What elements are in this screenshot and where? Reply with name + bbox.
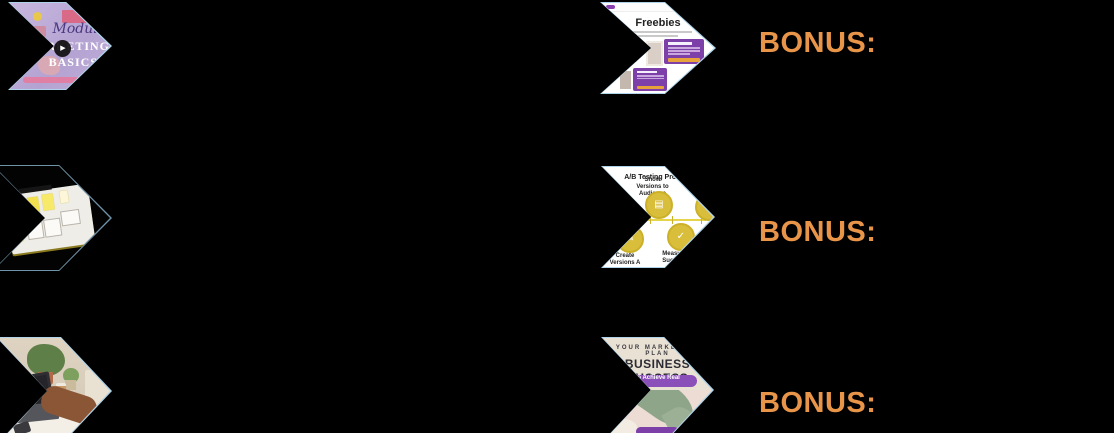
- screen-ui-dot: [26, 394, 31, 400]
- sticky-note: [59, 189, 70, 203]
- freebie-card-title-bar: [636, 70, 657, 73]
- freebies-navbar: [602, 3, 714, 13]
- freebie-card-text-line: [667, 53, 690, 55]
- bonus-label-3: BONUS:: [759, 387, 877, 419]
- bonus-1-freebies-page-thumbnail: Freebies: [600, 2, 716, 94]
- step-circle-create: ✎: [616, 225, 645, 253]
- workspace-photo-art: [0, 338, 110, 433]
- megaphone-decoration: [38, 56, 60, 76]
- play-icon: ▶: [60, 44, 66, 52]
- bonus-label-1: BONUS:: [759, 27, 877, 59]
- sticky-note: [11, 199, 26, 217]
- pencil-icon: ✎: [625, 233, 635, 244]
- whiteboard-top-frame: [18, 184, 53, 195]
- star-icon: ★: [704, 201, 713, 212]
- module-1-video-art: Module MARKETING BASICS ▶: [10, 3, 110, 89]
- freebie-card-title-bar: [667, 42, 692, 45]
- diagram-label-create-versions: Create Versions A and B: [609, 253, 641, 267]
- document-icon: ▤: [654, 199, 664, 210]
- freebie-card: [633, 67, 667, 92]
- sticky-note: [12, 227, 25, 243]
- check-icon: ✓: [676, 231, 685, 242]
- play-button[interactable]: ▶: [54, 39, 71, 57]
- freebies-logo: [606, 4, 616, 10]
- freebie-photo-thumbnail: [619, 71, 632, 90]
- wireframe-sketch: [60, 208, 82, 227]
- timeline-tick: [621, 216, 623, 224]
- freebie-card-text-line: [667, 47, 700, 49]
- sticky-note: [41, 193, 56, 211]
- module-title-line2: BASICS: [48, 54, 98, 69]
- module-2-frame: [0, 166, 110, 270]
- timeline-tick: [700, 216, 702, 224]
- freebies-page-title: Freebies: [635, 17, 681, 30]
- bonus-1-frame: Freebies: [602, 3, 714, 93]
- diagram-title: A/B Testing Process: [624, 174, 692, 181]
- module-1-video-frame: Module MARKETING BASICS ▶: [10, 3, 110, 89]
- plant-decoration: [27, 344, 66, 377]
- pink-banner-decoration: [16, 26, 46, 38]
- freebie-card: [663, 39, 704, 65]
- freebie-photo-thumbnail: [645, 40, 664, 67]
- diagram-label-winning: Winning Version: [689, 179, 713, 192]
- plant-decoration: [62, 367, 79, 383]
- whiteboard-photo-art: [0, 166, 110, 270]
- step-circle-measure: ✓: [666, 223, 695, 251]
- module-3-workspace-thumbnail: [0, 337, 112, 433]
- timeline-tick: [650, 216, 652, 224]
- freebie-card-text-line: [636, 78, 664, 80]
- bonus-3-ebook-thumbnail: YOUR MARKETING PLAN BUSINESS SUCCESS Way…: [601, 337, 714, 433]
- bonus-label-2: BONUS:: [759, 216, 877, 248]
- bonus-3-frame: YOUR MARKETING PLAN BUSINESS SUCCESS Way…: [603, 338, 712, 433]
- freebie-card-button: [636, 85, 664, 90]
- freebie-card-button: [667, 58, 700, 63]
- ebook-cover-art: YOUR MARKETING PLAN BUSINESS SUCCESS Way…: [603, 338, 712, 433]
- freebies-nav-links: [680, 6, 710, 8]
- emoji-decoration: [33, 12, 42, 22]
- cup-decoration: [609, 418, 638, 433]
- ebook-subtitle-pill: Ways to Achieve Real Results: [618, 375, 697, 387]
- diagram-label-measure: Measure Success: [662, 251, 687, 264]
- freebie-card-text-line: [667, 50, 700, 52]
- bonus-2-frame: A/B Testing Process Show Versions to Aud…: [603, 167, 713, 267]
- wireframe-sketch: [26, 221, 45, 240]
- freebies-subtext-line: [637, 35, 679, 38]
- pink-bar-decoration: [23, 76, 79, 83]
- bonus-2-ab-testing-diagram-thumbnail: A/B Testing Process Show Versions to Aud…: [601, 166, 715, 268]
- ebook-kicker: YOUR MARKETING PLAN: [615, 345, 700, 358]
- ebook-footer-pill: [635, 427, 680, 433]
- sticky-note: [26, 196, 41, 214]
- step-circle-show: ▤: [644, 191, 673, 219]
- smartphone: [12, 420, 31, 433]
- whiteboard: [4, 183, 96, 255]
- timeline-tick: [672, 216, 674, 224]
- module-3-frame: [0, 338, 110, 433]
- screen-ui-dot: [24, 383, 30, 389]
- step-circle-winner: ★: [695, 193, 713, 221]
- module-script-word: Module: [52, 20, 106, 37]
- module-2-whiteboard-thumbnail: [0, 165, 112, 271]
- freebies-page-art: Freebies: [602, 3, 714, 93]
- wireframe-sketch: [43, 217, 63, 238]
- module-1-video-thumbnail[interactable]: Module MARKETING BASICS ▶: [8, 2, 112, 90]
- freebies-subtext-line: [624, 30, 692, 33]
- plant-pot: [65, 380, 77, 390]
- freebie-card-text-line: [636, 75, 664, 77]
- timeline-line: [609, 219, 707, 221]
- ab-testing-diagram-art: A/B Testing Process Show Versions to Aud…: [603, 167, 713, 267]
